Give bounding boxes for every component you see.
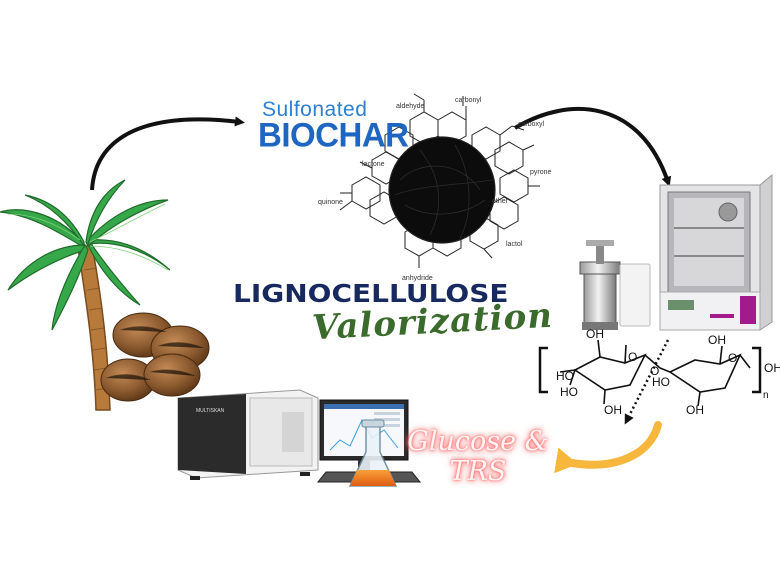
label-ho-3: HO — [652, 375, 670, 389]
arrow-hydrolysis-to-glucose — [554, 421, 662, 474]
label-o-3: O — [728, 351, 737, 365]
glucose-line: Glucose & — [407, 426, 549, 457]
trs-line: TRS — [449, 456, 507, 487]
lignocellulose-title: LIGNOCELLULOSE — [233, 279, 509, 308]
functional-group-labels: aldehyde carbonyl carboxyl lactone pyron… — [318, 97, 552, 282]
label-oh-3: OH — [708, 333, 726, 347]
label-lactol: lactol — [506, 241, 523, 248]
label-o-2: O — [650, 364, 659, 378]
label-aldehyde: aldehyde — [396, 103, 425, 110]
cellulose-structure: OH HO HO O OH O HO OH O OH OH n — [538, 327, 780, 417]
arrow-palm-to-biochar — [90, 116, 245, 191]
drying-oven — [659, 173, 773, 331]
glucose-trs-label: Glucose & TRS — [398, 427, 558, 487]
arrow-biochar-to-reactor — [513, 107, 672, 187]
label-ether: ether — [492, 198, 509, 205]
label-lactone: lactone — [362, 161, 385, 168]
biochar-particle — [388, 136, 496, 244]
label-carbonyl: carbonyl — [455, 97, 482, 104]
erlenmeyer-flask — [348, 419, 398, 487]
label-anhydride: anhydride — [402, 275, 433, 282]
label-quinone: quinone — [318, 199, 343, 206]
label-oh-1: OH — [586, 327, 604, 341]
coconuts — [100, 312, 210, 402]
label-carboxyl: carboxyl — [518, 121, 545, 128]
label-oh-5: OH — [686, 403, 704, 417]
palm-tree — [0, 179, 171, 411]
label-oh-4: OH — [764, 361, 780, 375]
label-oh-2: OH — [604, 403, 622, 417]
label-ho-1: HO — [556, 369, 574, 383]
sulfonated-label: Sulfonated — [262, 98, 368, 121]
label-pyrone: pyrone — [530, 169, 552, 176]
autoclave-reactor — [579, 240, 651, 330]
label-n: n — [763, 390, 769, 401]
biochar-molecule — [339, 93, 540, 268]
label-ho-2: HO — [560, 385, 578, 399]
instrument-label: MULTISKAN — [196, 408, 225, 414]
microplate-reader: MULTISKAN — [177, 389, 319, 480]
label-o-1: O — [628, 350, 637, 364]
biochar-title: BIOCHAR — [258, 115, 409, 154]
